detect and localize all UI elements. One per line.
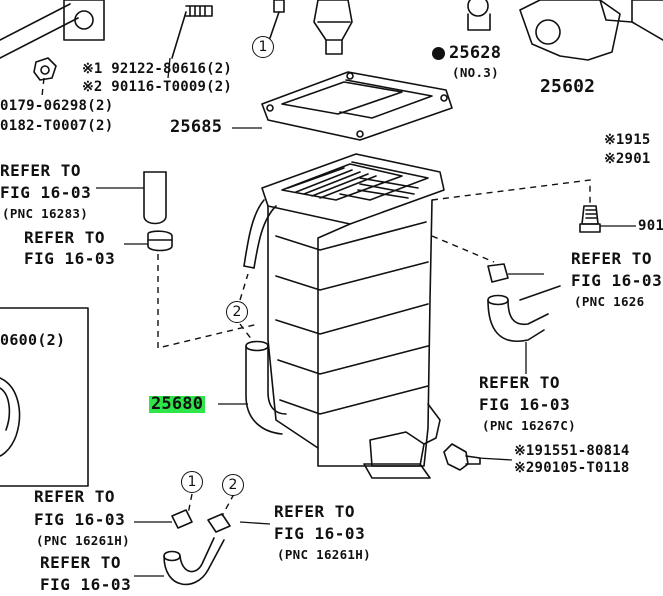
note-90116[interactable]: ※2 90116-T0009(2) (82, 79, 232, 95)
part-number-901[interactable]: 901 (638, 218, 663, 234)
part-number-0182[interactable]: 0182-T0007(2) (0, 118, 114, 134)
fitting-25628 (467, 0, 491, 31)
refer-7-line-2[interactable]: FIG 16-03 (40, 575, 132, 594)
refer-3-line-1[interactable]: REFER TO (571, 249, 653, 268)
refer-4-line-2[interactable]: FIG 16-03 (479, 395, 571, 414)
refer-7-line-1[interactable]: REFER TO (40, 553, 122, 572)
refer-5-line-1[interactable]: REFER TO (34, 487, 116, 506)
callout-1-bottom: 1 (181, 471, 203, 493)
clamp-left (147, 230, 173, 252)
hose-bottom (163, 537, 225, 586)
note-92122[interactable]: ※1 92122-80616(2) (82, 61, 232, 77)
refer-2-line-2[interactable]: FIG 16-03 (24, 249, 116, 268)
refer-3-line-2[interactable]: FIG 16-03 (571, 271, 663, 290)
bolt-92122 (171, 5, 213, 59)
refer-2-line-1[interactable]: REFER TO (24, 228, 106, 247)
bolt-91551 (443, 443, 481, 471)
gasket-25685 (261, 71, 453, 141)
callout-2-bottom: 2 (222, 474, 244, 496)
elbow-25602 (519, 0, 663, 61)
callout-1-top: 1 (252, 36, 274, 58)
part-number-25628[interactable]: 25628 (449, 43, 502, 63)
note-91551[interactable]: ※191551-80814 (514, 443, 630, 459)
part-number-25685[interactable]: 25685 (170, 117, 223, 137)
clamp-bottom-1 (171, 509, 193, 529)
frame-box-left (0, 307, 89, 487)
clamp-bottom-2 (207, 513, 231, 533)
refer-6-line-1[interactable]: REFER TO (274, 502, 356, 521)
callout-2-middle: 2 (226, 301, 248, 323)
refer-5-line-2[interactable]: FIG 16-03 (34, 510, 126, 529)
hose-16267c (487, 285, 561, 342)
pipe-top-left (0, 0, 105, 59)
part-number-0179[interactable]: 0179-06298(2) (0, 98, 114, 114)
canister-bracket-right (423, 403, 441, 445)
canister-body (267, 199, 433, 479)
part-number-0600[interactable]: 0600(2) (0, 331, 66, 349)
note-2901[interactable]: ※2901 (604, 151, 651, 167)
new-part-dot-icon (432, 47, 445, 60)
refer-1-line-2[interactable]: FIG 16-03 (0, 183, 92, 202)
refer-1-pnc[interactable]: (PNC 16283) (2, 206, 89, 221)
refer-4-line-1[interactable]: REFER TO (479, 373, 561, 392)
refer-3-pnc[interactable]: (PNC 1626 (574, 294, 645, 309)
clamp-right (487, 263, 509, 283)
refer-4-pnc[interactable]: (PNC 16267C) (482, 418, 576, 433)
small-bolt-top (269, 0, 285, 39)
part-number-25602[interactable]: 25602 (540, 76, 596, 97)
refer-6-pnc[interactable]: (PNC 16261H) (277, 547, 371, 562)
part-25628-qualifier: (NO.3) (452, 65, 499, 80)
hose-16283 (143, 171, 167, 225)
note-1915[interactable]: ※1915 (604, 132, 651, 148)
valve-top (313, 0, 353, 55)
canister-flange (261, 153, 445, 225)
bolt-901 (579, 205, 601, 233)
refer-6-line-2[interactable]: FIG 16-03 (274, 524, 366, 543)
part-number-25680[interactable]: 25680 (149, 394, 206, 414)
refer-1-line-1[interactable]: REFER TO (0, 161, 82, 180)
canister-hose-left (243, 199, 277, 269)
note-90105[interactable]: ※290105-T0118 (514, 460, 630, 476)
refer-5-pnc[interactable]: (PNC 16261H) (36, 533, 130, 548)
nut-left (33, 57, 57, 81)
canister-pipe-lower (245, 340, 287, 435)
